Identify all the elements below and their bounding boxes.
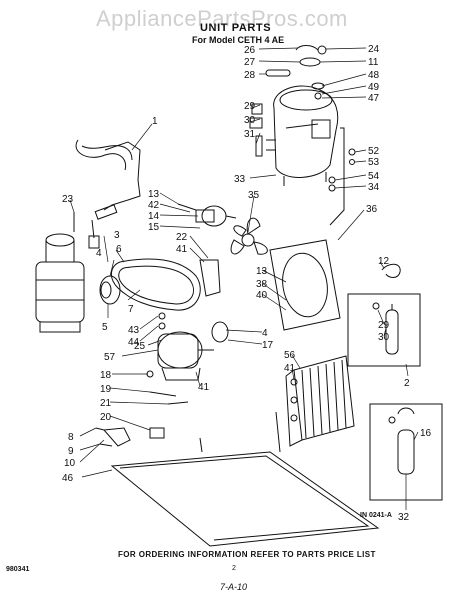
capacitor-group-upper [347, 293, 421, 367]
control-bracket [95, 427, 131, 447]
callout-label: 21 [100, 398, 112, 409]
callout-label: 12 [378, 256, 390, 267]
callout-label: 53 [368, 157, 380, 168]
fan-blade [230, 217, 268, 255]
callout-label: 23 [62, 194, 74, 205]
callout-label: 7 [128, 304, 134, 315]
callout-label: 40 [256, 290, 268, 301]
page-number: 2 [232, 565, 236, 572]
callout-label: 26 [244, 45, 256, 56]
callout-label: 35 [248, 190, 260, 201]
callout-label: 41 [284, 363, 296, 374]
callout-label: 56 [284, 350, 296, 361]
callout-label: 43 [128, 325, 140, 336]
callout-label: 36 [366, 204, 378, 215]
callout-label: 33 [234, 174, 246, 185]
leader-lines [69, 47, 419, 510]
callout-label: 34 [368, 182, 380, 193]
callout-label: 22 [176, 232, 188, 243]
callout-label: 52 [368, 146, 380, 157]
callout-label: 19 [100, 384, 112, 395]
callout-label: 38 [256, 279, 268, 290]
callout-label: 13 [148, 189, 160, 200]
callout-label: 29 [244, 101, 256, 112]
model-label: For Model CETH 4 AE [192, 35, 285, 45]
fan-shroud [269, 239, 341, 331]
callout-label: 4 [96, 248, 102, 259]
refrigerant-tube [329, 127, 345, 226]
diagram-title: UNIT PARTS [200, 22, 272, 34]
callout-label: 49 [368, 82, 380, 93]
callout-label: 31 [244, 129, 256, 140]
callout-label: 30 [378, 332, 390, 343]
callout-label: 8 [68, 432, 74, 443]
callout-label: 6 [116, 244, 122, 255]
callout-label: 14 [148, 211, 160, 222]
drive-motor [157, 321, 229, 381]
drive-belt [111, 258, 201, 311]
callout-label: 2 [404, 378, 410, 389]
callout-label: 20 [100, 412, 112, 423]
callout-label: 1 [152, 116, 158, 127]
callout-label: 11 [368, 57, 379, 68]
callout-label: 9 [68, 446, 74, 457]
callout-label: 48 [368, 70, 380, 81]
revision-date: 7-A-10 [220, 582, 248, 592]
callout-label: 47 [368, 93, 380, 104]
base-pan [110, 411, 380, 547]
callout-label: 17 [262, 340, 274, 351]
drawing-code: IN 0241-A [360, 512, 392, 519]
callout-label: 28 [244, 70, 256, 81]
mounting-grommets [328, 148, 356, 192]
callout-label: 57 [104, 352, 116, 363]
callout-label: 41 [176, 244, 188, 255]
callout-label: 18 [100, 370, 112, 381]
pulley [99, 275, 121, 305]
watermark: AppliancePartsPros.com [96, 6, 348, 31]
callout-label: 54 [368, 171, 380, 182]
callout-label: 13 [256, 266, 268, 277]
callout-label: 42 [148, 200, 160, 211]
callout-label: 15 [148, 222, 160, 233]
callout-label: 32 [398, 512, 410, 523]
callout-label: 24 [368, 44, 380, 55]
callout-label: 4 [262, 328, 268, 339]
callout-label: 30 [244, 115, 256, 126]
callout-label: 16 [420, 428, 432, 439]
power-cord-harness [75, 139, 141, 249]
washers-fasteners [146, 312, 189, 439]
callout-label: 3 [114, 230, 120, 241]
callout-label: 46 [62, 473, 74, 484]
condenser-coil [285, 355, 355, 447]
callout-label: 10 [64, 458, 76, 469]
callout-label: 27 [244, 57, 256, 68]
callout-label: 25 [134, 341, 146, 352]
compressor [266, 85, 339, 186]
callout-numbers: 26 24 27 11 28 48 49 47 29 30 31 1 52 53… [62, 44, 432, 523]
callout-label: 41 [198, 382, 210, 393]
tube-clip [381, 263, 401, 278]
document-code: 980341 [6, 566, 30, 573]
capacitor-part-23 [35, 212, 85, 333]
callout-label: 29 [378, 320, 390, 331]
callout-label: 5 [102, 322, 108, 333]
ordering-note: FOR ORDERING INFORMATION REFER TO PARTS … [118, 550, 376, 559]
callout-label: 44 [128, 337, 140, 348]
